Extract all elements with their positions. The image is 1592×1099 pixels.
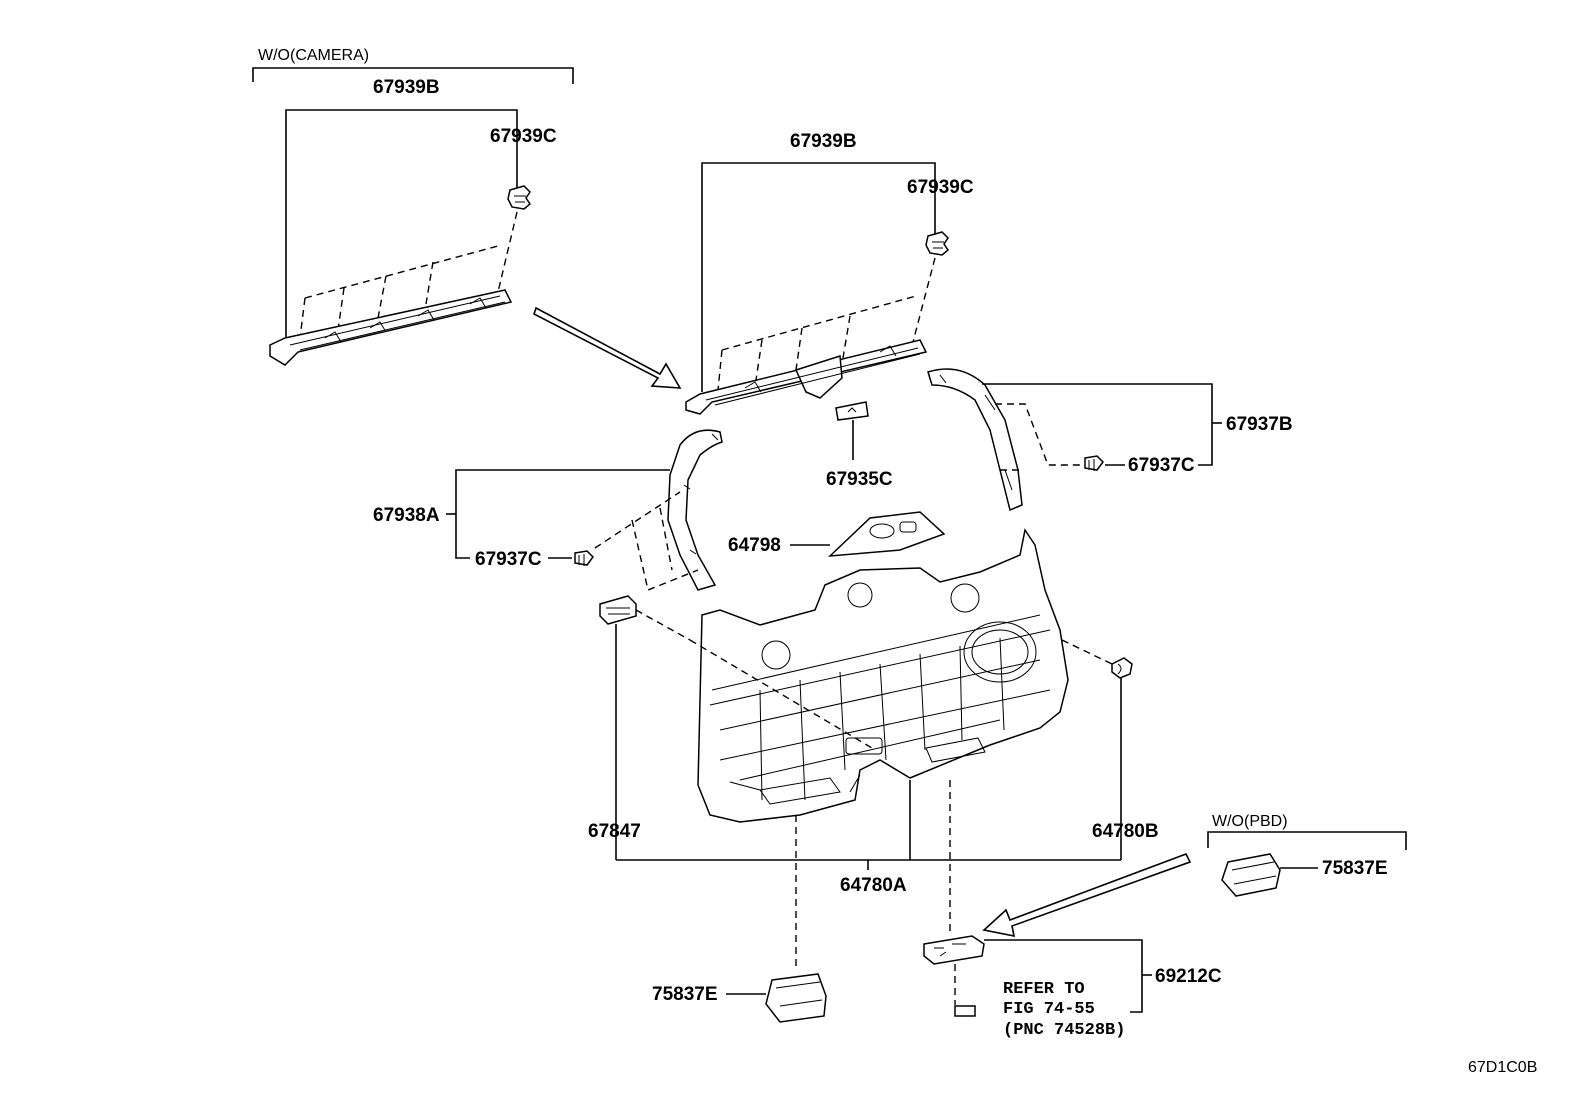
clip-67937C-left	[574, 550, 594, 566]
label-67939B-top: 67939B	[373, 77, 440, 98]
label-67935C: 67935C	[826, 469, 893, 490]
label-64780A: 64780A	[840, 875, 907, 896]
left-pillar-group: 67938A 67937C	[373, 429, 723, 591]
label-67939B-mid: 67939B	[790, 131, 857, 152]
part-75837E-bottom-group: 75837E	[652, 973, 827, 1023]
part-67935C	[835, 401, 869, 421]
clip-67937C-right	[1084, 455, 1104, 471]
label-67847: 67847	[588, 821, 641, 842]
lamp-cover-75837E-bottom	[765, 973, 827, 1023]
label-69212C: 69212C	[1155, 966, 1222, 987]
door-trim-panel-64780A	[697, 528, 1069, 823]
label-67939C-mid: 67939C	[907, 177, 974, 198]
right-pillar-group: 67937B 67937C	[927, 368, 1293, 512]
refer-note-line3: (PNC 74528B)	[1003, 1021, 1125, 1040]
part-69212C-group: 69212C REFER TO FIG 74-55 (PNC 74528B)	[923, 935, 1222, 1040]
wo-camera-label: W/O(CAMERA)	[258, 47, 369, 64]
moulding-67939B-mid	[685, 339, 928, 415]
part-67847-group: 67847	[588, 595, 691, 860]
label-75837E-right: 75837E	[1322, 858, 1388, 879]
label-64798: 64798	[728, 535, 781, 556]
leader-67939B-top	[285, 109, 518, 337]
label-67937C-right: 67937C	[1128, 455, 1195, 476]
arrow-camera-to-main	[533, 306, 682, 389]
leader-67937B	[982, 383, 1213, 466]
part-64798-group: 64798	[728, 511, 946, 557]
refer-note-line1: REFER TO	[1003, 980, 1085, 999]
wo-camera-group: W/O(CAMERA) 67939B 67939C	[252, 47, 574, 366]
bracket-64780A: 64780A	[616, 780, 1121, 896]
pillar-trim-right	[927, 368, 1023, 512]
part-67847	[599, 595, 637, 625]
part-64780B-group: 64780B	[1061, 639, 1159, 860]
wo-camera-bracket	[252, 67, 574, 84]
refer-note-line2: FIG 74-55	[1003, 1000, 1095, 1019]
label-67938A: 67938A	[373, 505, 440, 526]
part-64798	[827, 511, 946, 557]
label-67937B: 67937B	[1226, 414, 1293, 435]
lamp-69212C	[923, 935, 985, 965]
lamp-cover-75837E-right	[1221, 853, 1281, 897]
wo-pbd-bracket	[1207, 831, 1407, 850]
refer-note: REFER TO FIG 74-55 (PNC 74528B)	[1003, 980, 1125, 1040]
wo-pbd-group: W/O(PBD) 75837E	[1207, 813, 1407, 897]
wo-pbd-label: W/O(PBD)	[1212, 813, 1288, 830]
clip-64780B	[1111, 657, 1133, 679]
arrow-pbd-to-lamp	[982, 852, 1192, 938]
label-67939C-top: 67939C	[490, 126, 557, 147]
bulb-74528B	[954, 1005, 976, 1017]
part-67935C-group: 67935C	[826, 401, 893, 490]
figure-code: 67D1C0B	[1468, 1059, 1537, 1076]
label-67937C-left: 67937C	[475, 549, 542, 570]
clip-67939C-mid	[925, 231, 949, 256]
clip-67939C-top	[507, 185, 531, 210]
main-upper-moulding-group: 67939B 67939C	[685, 131, 974, 415]
leader-67939B-mid	[701, 162, 936, 392]
pillar-trim-left	[667, 429, 723, 591]
moulding-67939B-top	[269, 289, 513, 366]
label-64780B: 64780B	[1092, 821, 1159, 842]
label-75837E-bottom: 75837E	[652, 984, 718, 1005]
